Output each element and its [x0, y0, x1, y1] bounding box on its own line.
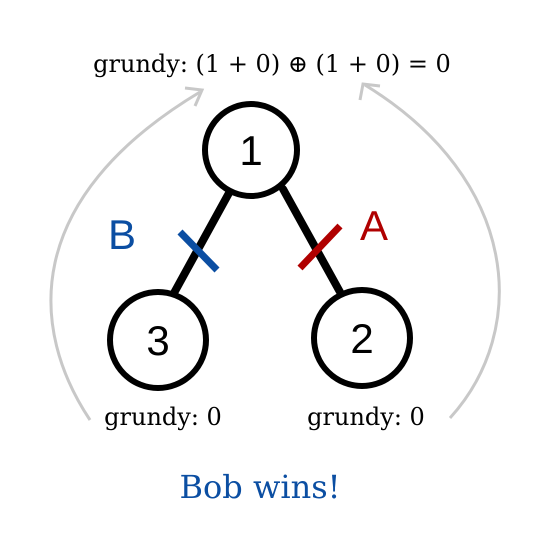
root-grundy-formula: grundy: (1 + 0) ⊕ (1 + 0) = 0 — [93, 50, 451, 78]
node-left: 3 — [107, 289, 209, 391]
cut-mark-left — [177, 229, 220, 273]
node-right-label: 2 — [350, 315, 373, 362]
arrow-left — [49, 86, 205, 421]
node-left-label: 3 — [146, 317, 169, 364]
cut-label-left: B — [108, 211, 136, 258]
node-right: 2 — [311, 287, 413, 389]
leaf-left-grundy: grundy: 0 — [104, 403, 222, 431]
cut-mark-right — [297, 223, 343, 271]
cut-label-right: A — [360, 202, 388, 249]
leaf-right-grundy: grundy: 0 — [307, 403, 425, 431]
edge-root-right — [279, 185, 344, 296]
edge-root-left — [170, 189, 233, 297]
node-root-label: 1 — [239, 127, 262, 174]
result-text: Bob wins! — [180, 468, 341, 506]
node-root: 1 — [202, 101, 300, 199]
arrow-right — [358, 82, 501, 420]
